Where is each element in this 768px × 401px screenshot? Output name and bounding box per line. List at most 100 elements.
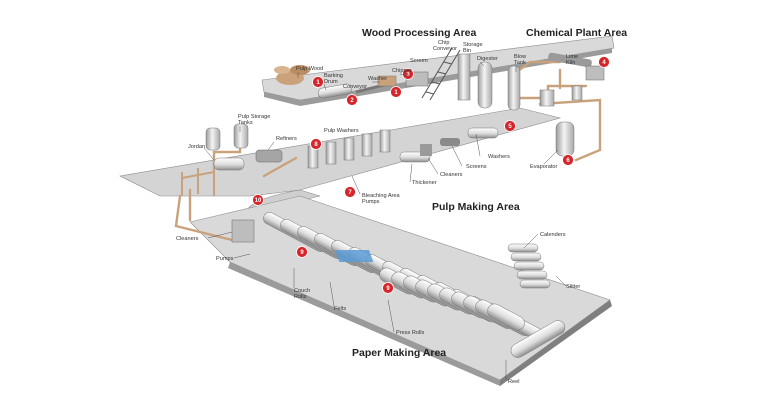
step-badge-number: 5 (508, 124, 512, 130)
chemical-plant-equipment (539, 52, 605, 157)
label-calenders: Calenders (540, 232, 566, 238)
screen-unit (440, 138, 460, 146)
label-storage-2: Bin (463, 48, 471, 54)
label-washer: Washer (368, 76, 387, 82)
step-badge (598, 56, 610, 68)
label-storage-1: Storage (463, 42, 483, 48)
label-conveyor: Conveyor (343, 84, 367, 90)
step-badge (382, 282, 394, 294)
label-blow-2: Tank (514, 60, 526, 66)
pulp-washer-units (307, 129, 391, 169)
leader-lines (203, 61, 567, 380)
step-badge (562, 154, 574, 166)
platforms (119, 35, 615, 386)
chemical-tank-b (571, 85, 583, 101)
title-pulp-making: Pulp Making Area (432, 201, 520, 213)
pulp-making-equipment (181, 123, 499, 196)
step-badge (402, 68, 414, 80)
evaporator-tank (555, 121, 575, 157)
calender-roll (507, 243, 539, 253)
step-badge-number: 8 (314, 142, 318, 148)
lime-kiln-support (585, 65, 605, 81)
label-barking-1: Barking (324, 73, 343, 79)
label-jordan: Jordan (188, 144, 205, 150)
label-pulp-washers: Pulp Washers (324, 128, 359, 134)
label-pumps: Pumps (216, 256, 234, 262)
step-badge-number: 1 (394, 90, 398, 96)
calender-roll (519, 279, 551, 289)
label-lime-1: Lime (566, 54, 578, 60)
label-bleaching-2: Pumps (362, 199, 380, 205)
calender-roll (516, 270, 548, 280)
label-evaporator: Evaporator (530, 164, 557, 170)
label-press-rolls: Press Rolls (396, 330, 424, 336)
digester-tank (477, 61, 493, 109)
water-tray (334, 250, 374, 262)
label-cleaners-pulp: Cleaners (440, 172, 463, 178)
step-badge-number: 3 (406, 72, 410, 78)
step-badge-number: 9 (386, 286, 390, 292)
blow-tank (507, 65, 521, 111)
storage-bin (457, 53, 471, 101)
label-lime-2: Kiln (566, 60, 575, 66)
cleaner-unit (420, 144, 432, 156)
step-badge (252, 194, 264, 206)
label-chip-2: Conveyor (433, 46, 457, 52)
step-badge-number: 9 (300, 250, 304, 256)
label-chip-1: Chip (438, 40, 450, 46)
label-chipper: Chipper (392, 68, 412, 74)
label-barking-2: Drum (324, 79, 338, 85)
callout-labels: Pulp Wood Barking Drum Conveyor Washer C… (176, 40, 580, 385)
step-badge-number: 7 (348, 190, 352, 196)
washer-line (467, 127, 499, 139)
step-badge-number: 4 (602, 60, 606, 66)
barking-drum (317, 83, 353, 99)
label-thickener: Thickener (412, 180, 437, 186)
step-badge (310, 138, 322, 150)
pulp-making-platform (119, 107, 562, 197)
refiner-unit (255, 149, 283, 163)
label-blow-1: Blow (514, 54, 527, 60)
label-bleaching-1: Bleaching Area (362, 193, 401, 199)
title-wood-processing: Wood Processing Area (362, 27, 477, 39)
jordan-unit (213, 157, 245, 171)
lime-kiln (548, 52, 592, 68)
calender-roll (513, 261, 545, 271)
step-badge (344, 186, 356, 198)
badges: 1 2 1 3 4 5 6 7 8 9 9 10 (252, 56, 610, 294)
pulp-storage-tank-b (233, 123, 249, 149)
pulp-wood-pile (274, 65, 310, 85)
chemical-tank-a (539, 89, 555, 107)
label-screens: Screens (466, 164, 487, 170)
label-cleaners-paper: Cleaners (176, 236, 199, 242)
label-pulp-storage-1: Pulp Storage (238, 114, 270, 120)
step-badge (296, 246, 308, 258)
label-refiners: Refiners (276, 136, 297, 142)
step-badge (504, 120, 516, 132)
jordan-pipe-frame (181, 168, 215, 196)
label-felts: Felts (334, 306, 346, 312)
paper-roll (487, 303, 525, 331)
washer-unit (377, 75, 397, 87)
calender-roll (510, 252, 542, 262)
label-screen: Screen (410, 58, 428, 64)
label-couch-1: Couch (294, 288, 310, 294)
step-badge-number: 2 (350, 98, 354, 104)
paper-machine-rolls (263, 212, 566, 358)
label-washers: Washers (488, 154, 510, 160)
step-badge (312, 76, 324, 88)
step-badge (346, 94, 358, 106)
step-badge (390, 86, 402, 98)
label-reel: Reel (508, 379, 520, 385)
step-badge-number: 10 (255, 198, 262, 204)
label-pulp-storage-2: Tanks (238, 120, 253, 126)
title-chemical-plant: Chemical Plant Area (526, 27, 627, 39)
step-badge-number: 1 (316, 80, 320, 86)
label-pulp-wood: Pulp Wood (296, 66, 323, 72)
step-badge-number: 6 (566, 158, 570, 164)
label-couch-2: Rolls (294, 294, 307, 300)
headbox (231, 219, 255, 243)
title-paper-making: Paper Making Area (352, 347, 446, 359)
label-slitter: Slitter (566, 284, 580, 290)
